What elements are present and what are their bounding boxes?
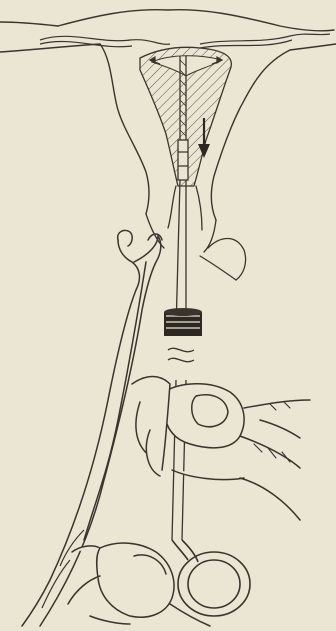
shaft-collar <box>164 308 202 336</box>
